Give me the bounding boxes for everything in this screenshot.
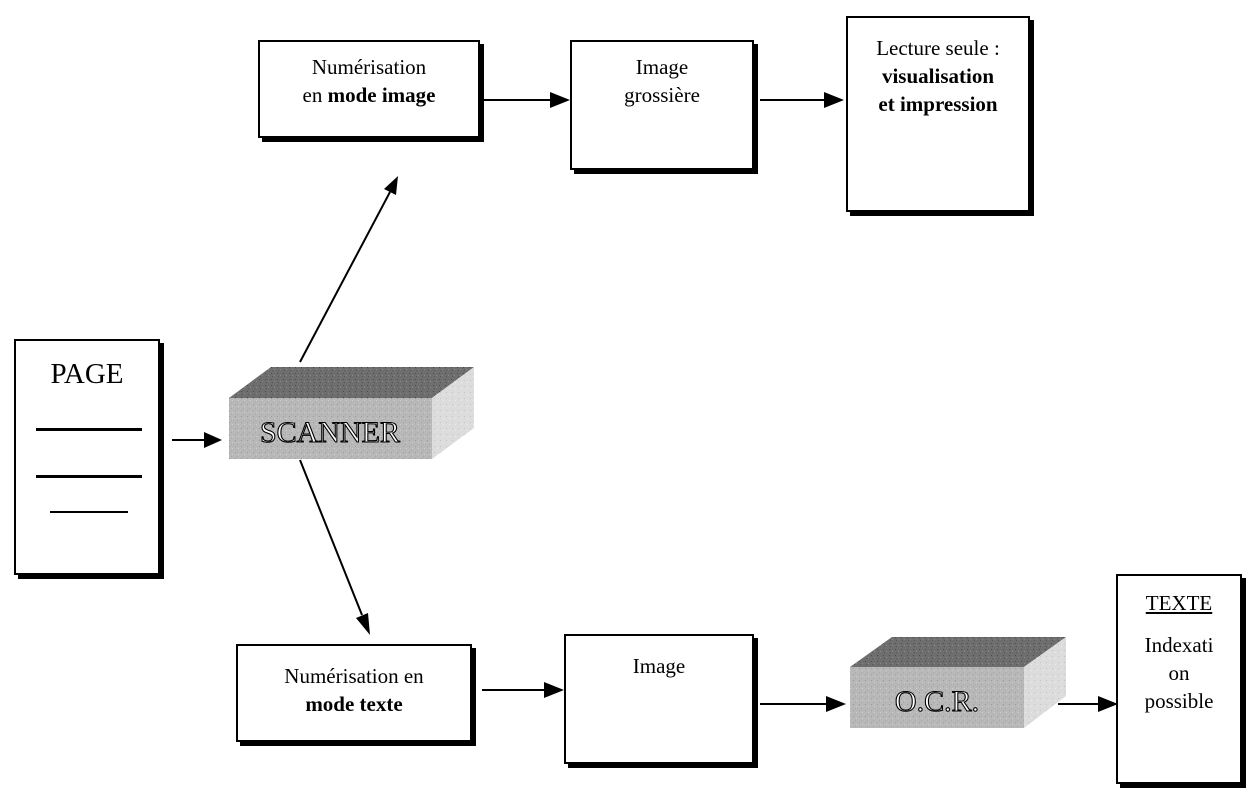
scan-image-mode-prefix: en	[302, 83, 328, 107]
image-line1: Image	[632, 654, 686, 678]
scan-text-mode-line1: Numérisation en	[284, 664, 424, 688]
page-title: PAGE	[50, 358, 124, 390]
arrow-text-mode-to-image	[482, 682, 564, 698]
scan-image-mode-line2: en mode image	[260, 81, 478, 109]
rough-image-box: Image grossière	[570, 40, 754, 170]
readonly-box: Lecture seule : visualisation et impress…	[846, 16, 1030, 212]
scan-image-mode-line1: Numérisation	[311, 55, 427, 79]
arrow-scanner-to-image-mode	[299, 176, 398, 363]
scan-text-mode-line2: mode texte	[305, 692, 403, 716]
ocr-device: O.C.R.	[850, 637, 1066, 728]
scanner-device: SCANNER	[229, 367, 474, 459]
page-text-line	[50, 511, 128, 513]
rough-image-line2: grossière	[624, 83, 700, 107]
text-result-line2: on	[1168, 661, 1190, 685]
arrow-image-mode-to-rough-image	[484, 92, 570, 108]
text-result-box: TEXTE Indexati on possible	[1116, 574, 1242, 784]
arrow-scanner-to-text-mode	[299, 459, 370, 635]
arrow-page-to-scanner	[172, 432, 222, 448]
readonly-line2: visualisation	[881, 64, 995, 88]
scan-text-mode-box: Numérisation en mode texte	[236, 644, 472, 742]
page-document: PAGE	[14, 339, 160, 575]
text-result-line3: possible	[1144, 689, 1214, 713]
page-text-line	[36, 475, 142, 478]
arrow-rough-image-to-readonly	[760, 92, 844, 108]
scan-image-mode-box: Numérisation en mode image	[258, 40, 480, 138]
arrow-image-to-ocr	[760, 696, 846, 712]
scanner-label: SCANNER	[260, 416, 400, 449]
image-box: Image	[564, 634, 754, 764]
arrow-ocr-to-text	[1058, 696, 1118, 712]
text-result-title: TEXTE	[1145, 591, 1213, 615]
text-result-line1: Indexati	[1144, 633, 1214, 657]
scan-image-mode-bold: mode image	[327, 83, 436, 107]
readonly-line1: Lecture seule :	[876, 36, 1000, 60]
page-text-line	[36, 428, 142, 431]
ocr-label: O.C.R.	[895, 685, 979, 718]
rough-image-line1: Image	[635, 55, 689, 79]
readonly-line3: et impression	[878, 92, 998, 116]
